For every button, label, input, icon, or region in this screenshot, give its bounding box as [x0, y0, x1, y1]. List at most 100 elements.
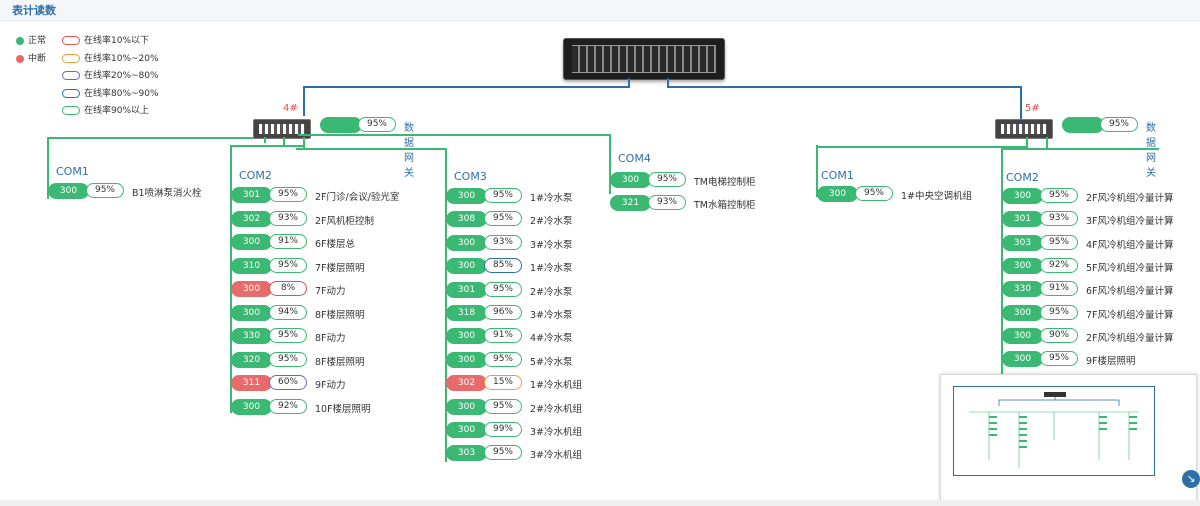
- meter-label: 8F楼层照明: [315, 356, 365, 368]
- meter-code-badge[interactable]: 330: [231, 328, 272, 344]
- legend-label: 在线率20%~80%: [84, 71, 159, 81]
- meter-code-badge[interactable]: 300: [1002, 304, 1043, 321]
- meter-code-badge[interactable]: 302: [231, 210, 272, 227]
- minimap-panel[interactable]: [940, 374, 1197, 506]
- meter-code-badge[interactable]: 300: [446, 351, 487, 368]
- online-rate-pill: 91%: [269, 234, 307, 249]
- meter-code-badge[interactable]: 300: [446, 258, 487, 275]
- link-line: [816, 145, 818, 197]
- online-rate-pill: 95%: [484, 445, 522, 461]
- meter-code-badge[interactable]: 301: [446, 281, 487, 298]
- meter-code-badge[interactable]: 300: [817, 186, 858, 202]
- uplink-line: [1020, 86, 1022, 120]
- gateway-label: 数据网关: [404, 123, 414, 179]
- gateway-status-bar: [320, 117, 362, 133]
- online-rate-pill: 95%: [855, 186, 893, 201]
- meter-code-badge[interactable]: 300: [1002, 188, 1043, 204]
- link-line: [303, 137, 305, 149]
- link-line: [445, 148, 447, 462]
- online-rate-pill: 93%: [1040, 211, 1078, 227]
- meter-code-badge[interactable]: 310: [231, 257, 272, 274]
- meter-label: 3#冷水泵: [530, 310, 573, 321]
- com-port-label: COM2: [239, 169, 272, 182]
- meter-label: 7F楼层照明: [315, 262, 365, 274]
- meter-code-badge[interactable]: 311: [231, 375, 272, 391]
- online-rate-pill: 95%: [269, 257, 307, 273]
- meter-label: 2#冷水泵: [530, 286, 573, 298]
- meter-code-badge[interactable]: 303: [1002, 234, 1043, 251]
- meter-label: 2#冷水机组: [530, 403, 583, 415]
- meter-code-badge[interactable]: 300: [610, 172, 651, 188]
- meter-code-badge[interactable]: 303: [446, 445, 487, 462]
- meter-code-badge[interactable]: 300: [446, 188, 487, 204]
- meter-label: 1#冷水泵: [530, 193, 573, 204]
- meter-code-badge[interactable]: 300: [446, 328, 487, 345]
- link-line: [47, 137, 49, 199]
- meter-code-badge[interactable]: 301: [231, 187, 272, 203]
- gateway-rate-pill: 95%: [1100, 117, 1138, 132]
- link-line: [1001, 148, 1003, 374]
- uplink-line: [628, 78, 630, 88]
- topology-canvas[interactable]: 正常 中断 在线率10%以下在线率10%~20%在线率20%~80%在线率80%…: [0, 20, 1200, 506]
- meter-code-badge[interactable]: 302: [446, 375, 487, 392]
- com-port-label: COM1: [821, 169, 854, 182]
- meter-label: 10F楼层照明: [315, 403, 371, 415]
- uplink-line: [303, 86, 305, 116]
- meter-code-badge[interactable]: 300: [48, 183, 89, 199]
- com-port-label: COM3: [454, 170, 487, 183]
- online-rate-pill: 95%: [1040, 188, 1078, 203]
- meter-code-badge[interactable]: 300: [1002, 351, 1043, 368]
- meter-code-badge[interactable]: 320: [231, 351, 272, 368]
- meter-code-badge[interactable]: 300: [231, 304, 272, 321]
- online-rate-pill: 95%: [484, 188, 522, 203]
- gateway-number: 4#: [283, 103, 298, 114]
- page-title: 表计读数: [12, 4, 56, 17]
- meter-label: 1#中央空调机组: [901, 191, 973, 202]
- meter-code-badge[interactable]: 308: [446, 211, 487, 228]
- meter-code-badge[interactable]: 300: [1002, 257, 1043, 274]
- meter-code-badge[interactable]: 300: [231, 281, 272, 297]
- link-line: [264, 137, 266, 143]
- meter-code-badge[interactable]: 300: [231, 398, 272, 415]
- legend-label: 中断: [28, 54, 47, 64]
- gateway-switch-device[interactable]: [995, 119, 1053, 139]
- meter-label: 7F风冷机组冷量计算: [1086, 309, 1174, 321]
- minimap-viewport[interactable]: [953, 386, 1155, 476]
- rate-pill-icon: [62, 53, 80, 63]
- horizontal-scrollbar[interactable]: [0, 500, 1200, 506]
- meter-label: 8F动力: [315, 333, 346, 344]
- normal-dot-icon: [16, 36, 24, 45]
- online-rate-pill: 95%: [648, 172, 686, 187]
- meter-label: 3#冷水泵: [530, 239, 573, 251]
- link-line: [230, 145, 232, 413]
- meter-code-badge[interactable]: 321: [610, 195, 651, 211]
- meter-label: 2F风机柜控制: [315, 215, 375, 227]
- meter-code-badge[interactable]: 330: [1002, 281, 1043, 298]
- meter-code-badge[interactable]: 300: [446, 234, 487, 251]
- gateway-switch-device[interactable]: [253, 119, 311, 139]
- gateway-label: 数据网关: [1146, 123, 1156, 179]
- meter-code-badge[interactable]: 300: [1002, 327, 1043, 344]
- link-line: [1026, 137, 1028, 147]
- online-rate-pill: 95%: [1040, 234, 1078, 250]
- meter-label: 1#冷水泵: [530, 263, 573, 275]
- core-switch-device[interactable]: [563, 38, 725, 80]
- meter-code-badge[interactable]: 300: [446, 422, 487, 438]
- online-rate-pill: 91%: [484, 328, 522, 344]
- meter-code-badge[interactable]: 300: [446, 398, 487, 415]
- online-rate-pill: 8%: [269, 281, 307, 296]
- online-rate-pill: 95%: [484, 281, 522, 297]
- meter-code-badge[interactable]: 318: [446, 305, 487, 321]
- online-rate-pill: 95%: [86, 183, 124, 198]
- meter-code-badge[interactable]: 301: [1002, 211, 1043, 228]
- online-rate-pill: 90%: [1040, 327, 1078, 343]
- link-line: [47, 137, 254, 139]
- meter-code-badge[interactable]: 300: [231, 234, 272, 250]
- online-rate-pill: 95%: [269, 187, 307, 202]
- legend-item-normal: 正常: [16, 33, 46, 46]
- expand-arrow-icon[interactable]: ↘: [1182, 470, 1200, 488]
- com-port-label: COM2: [1006, 171, 1039, 184]
- online-rate-pill: 85%: [484, 258, 522, 274]
- meter-label: 3#冷水机组: [530, 427, 583, 438]
- legend-item-rate: 在线率10%~20%: [62, 51, 159, 64]
